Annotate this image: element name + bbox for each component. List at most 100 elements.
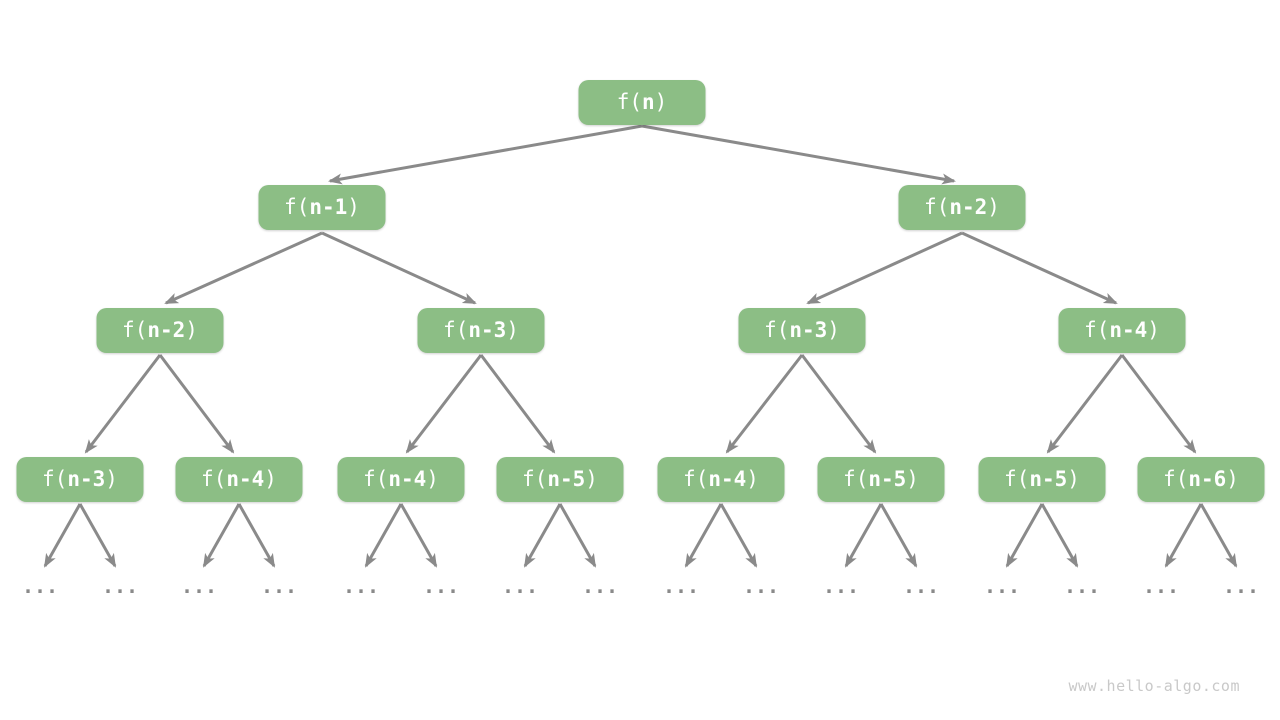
tree-node-l1-1: f(n-2) [898,185,1026,230]
tree-node-l2-1: f(n-3) [417,308,545,353]
leaf-ellipsis: ... [662,574,700,598]
leaf-ellipsis: ... [902,574,940,598]
tree-node-l2-0: f(n-2) [96,308,224,353]
node-label-arg: n [641,90,655,114]
leaf-ellipsis: ... [422,574,460,598]
tree-node-l3-2: f(n-4) [337,457,465,502]
node-label-arg: n-3 [789,318,828,342]
edge-l3f-leaf11 [844,503,883,568]
leaf-ellipsis: ... [21,574,59,598]
edge-l3e-leaf10 [719,503,758,568]
edge-l2c-l3e [725,354,804,454]
tree-node-l2-3: f(n-4) [1058,308,1186,353]
node-label-arg: n-3 [468,318,507,342]
edge-l2d-l3h [1120,354,1197,454]
edge-l2b-l3c [405,354,483,454]
edge-l3d-leaf8 [558,503,597,568]
node-label-suffix: ) [746,467,759,491]
edge-l3c-leaf6 [399,503,438,568]
node-label-arg: n-5 [1029,467,1068,491]
tree-node-l3-0: f(n-3) [16,457,144,502]
edge-l3e-leaf9 [684,503,723,568]
node-label-prefix: f( [1084,318,1110,342]
leaf-ellipsis: ... [260,574,298,598]
tree-node-l3-5: f(n-5) [817,457,945,502]
node-label-arg: n-4 [388,467,427,491]
node-label-suffix: ) [827,318,840,342]
leaf-ellipsis: ... [1063,574,1101,598]
edge-l1a-l2b [321,231,477,305]
node-label-suffix: ) [654,90,668,114]
edge-l3g-leaf13 [1005,503,1044,568]
node-label-suffix: ) [185,318,198,342]
edge-root-l1a [328,124,643,185]
edge-l3h-leaf15 [1164,503,1203,568]
node-label-arg: n-2 [147,318,186,342]
edge-l2c-l3f [800,354,877,454]
node-label-arg: n-1 [309,195,348,219]
node-label-prefix: f( [683,467,709,491]
leaf-ellipsis: ... [501,574,539,598]
node-label-suffix: ) [264,467,277,491]
tree-node-l3-1: f(n-4) [175,457,303,502]
node-label-suffix: ) [1147,318,1160,342]
leaf-ellipsis: ... [1222,574,1260,598]
leaf-ellipsis: ... [822,574,860,598]
node-label-prefix: f( [924,195,950,219]
node-label-prefix: f( [284,195,310,219]
edge-l2d-l3g [1046,354,1124,454]
node-label-prefix: f( [522,467,548,491]
edge-l3a-leaf1 [43,503,82,568]
tree-node-l3-4: f(n-4) [657,457,785,502]
edge-l2b-l3d [479,354,556,454]
node-label-suffix: ) [1067,467,1080,491]
node-label-prefix: f( [764,318,790,342]
tree-node-l3-3: f(n-5) [496,457,624,502]
watermark: www.hello-algo.com [1068,677,1240,695]
node-label-suffix: ) [347,195,360,219]
tree-node-l3-7: f(n-6) [1137,457,1265,502]
node-label-suffix: ) [1226,467,1239,491]
leaf-ellipsis: ... [983,574,1021,598]
node-label-arg: n-4 [1109,318,1148,342]
node-label-arg: n-4 [708,467,747,491]
node-label-prefix: f( [201,467,227,491]
edge-l1a-l2a [164,231,323,305]
node-label-suffix: ) [506,318,519,342]
edge-l3h-leaf16 [1199,503,1238,568]
node-label-suffix: ) [426,467,439,491]
node-label-prefix: f( [616,90,642,114]
node-label-arg: n-4 [226,467,265,491]
edge-l3g-leaf14 [1040,503,1079,568]
leaf-ellipsis: ... [180,574,218,598]
node-label-prefix: f( [122,318,148,342]
leaf-ellipsis: ... [342,574,380,598]
edge-l1b-l2c [806,231,963,305]
edge-l2a-l3a [84,354,162,454]
node-label-arg: n-6 [1188,467,1227,491]
node-label-suffix: ) [906,467,919,491]
node-label-suffix: ) [585,467,598,491]
leaf-ellipsis: ... [581,574,619,598]
tree-node-l2-2: f(n-3) [738,308,866,353]
node-label-arg: n-2 [949,195,988,219]
node-label-prefix: f( [1163,467,1189,491]
node-label-prefix: f( [843,467,869,491]
edge-l3d-leaf7 [523,503,562,568]
edge-l2a-l3b [158,354,235,454]
node-label-suffix: ) [105,467,118,491]
edge-l3a-leaf2 [78,503,117,568]
edge-l1b-l2d [961,231,1118,305]
edge-l3f-leaf12 [879,503,918,568]
tree-node-l3-6: f(n-5) [978,457,1106,502]
leaf-ellipsis: ... [742,574,780,598]
leaf-ellipsis: ... [1142,574,1180,598]
node-label-suffix: ) [987,195,1000,219]
node-label-prefix: f( [443,318,469,342]
tree-node-l1-0: f(n-1) [258,185,386,230]
edge-root-l1b [641,124,956,185]
node-label-prefix: f( [1004,467,1030,491]
leaf-ellipsis: ... [101,574,139,598]
